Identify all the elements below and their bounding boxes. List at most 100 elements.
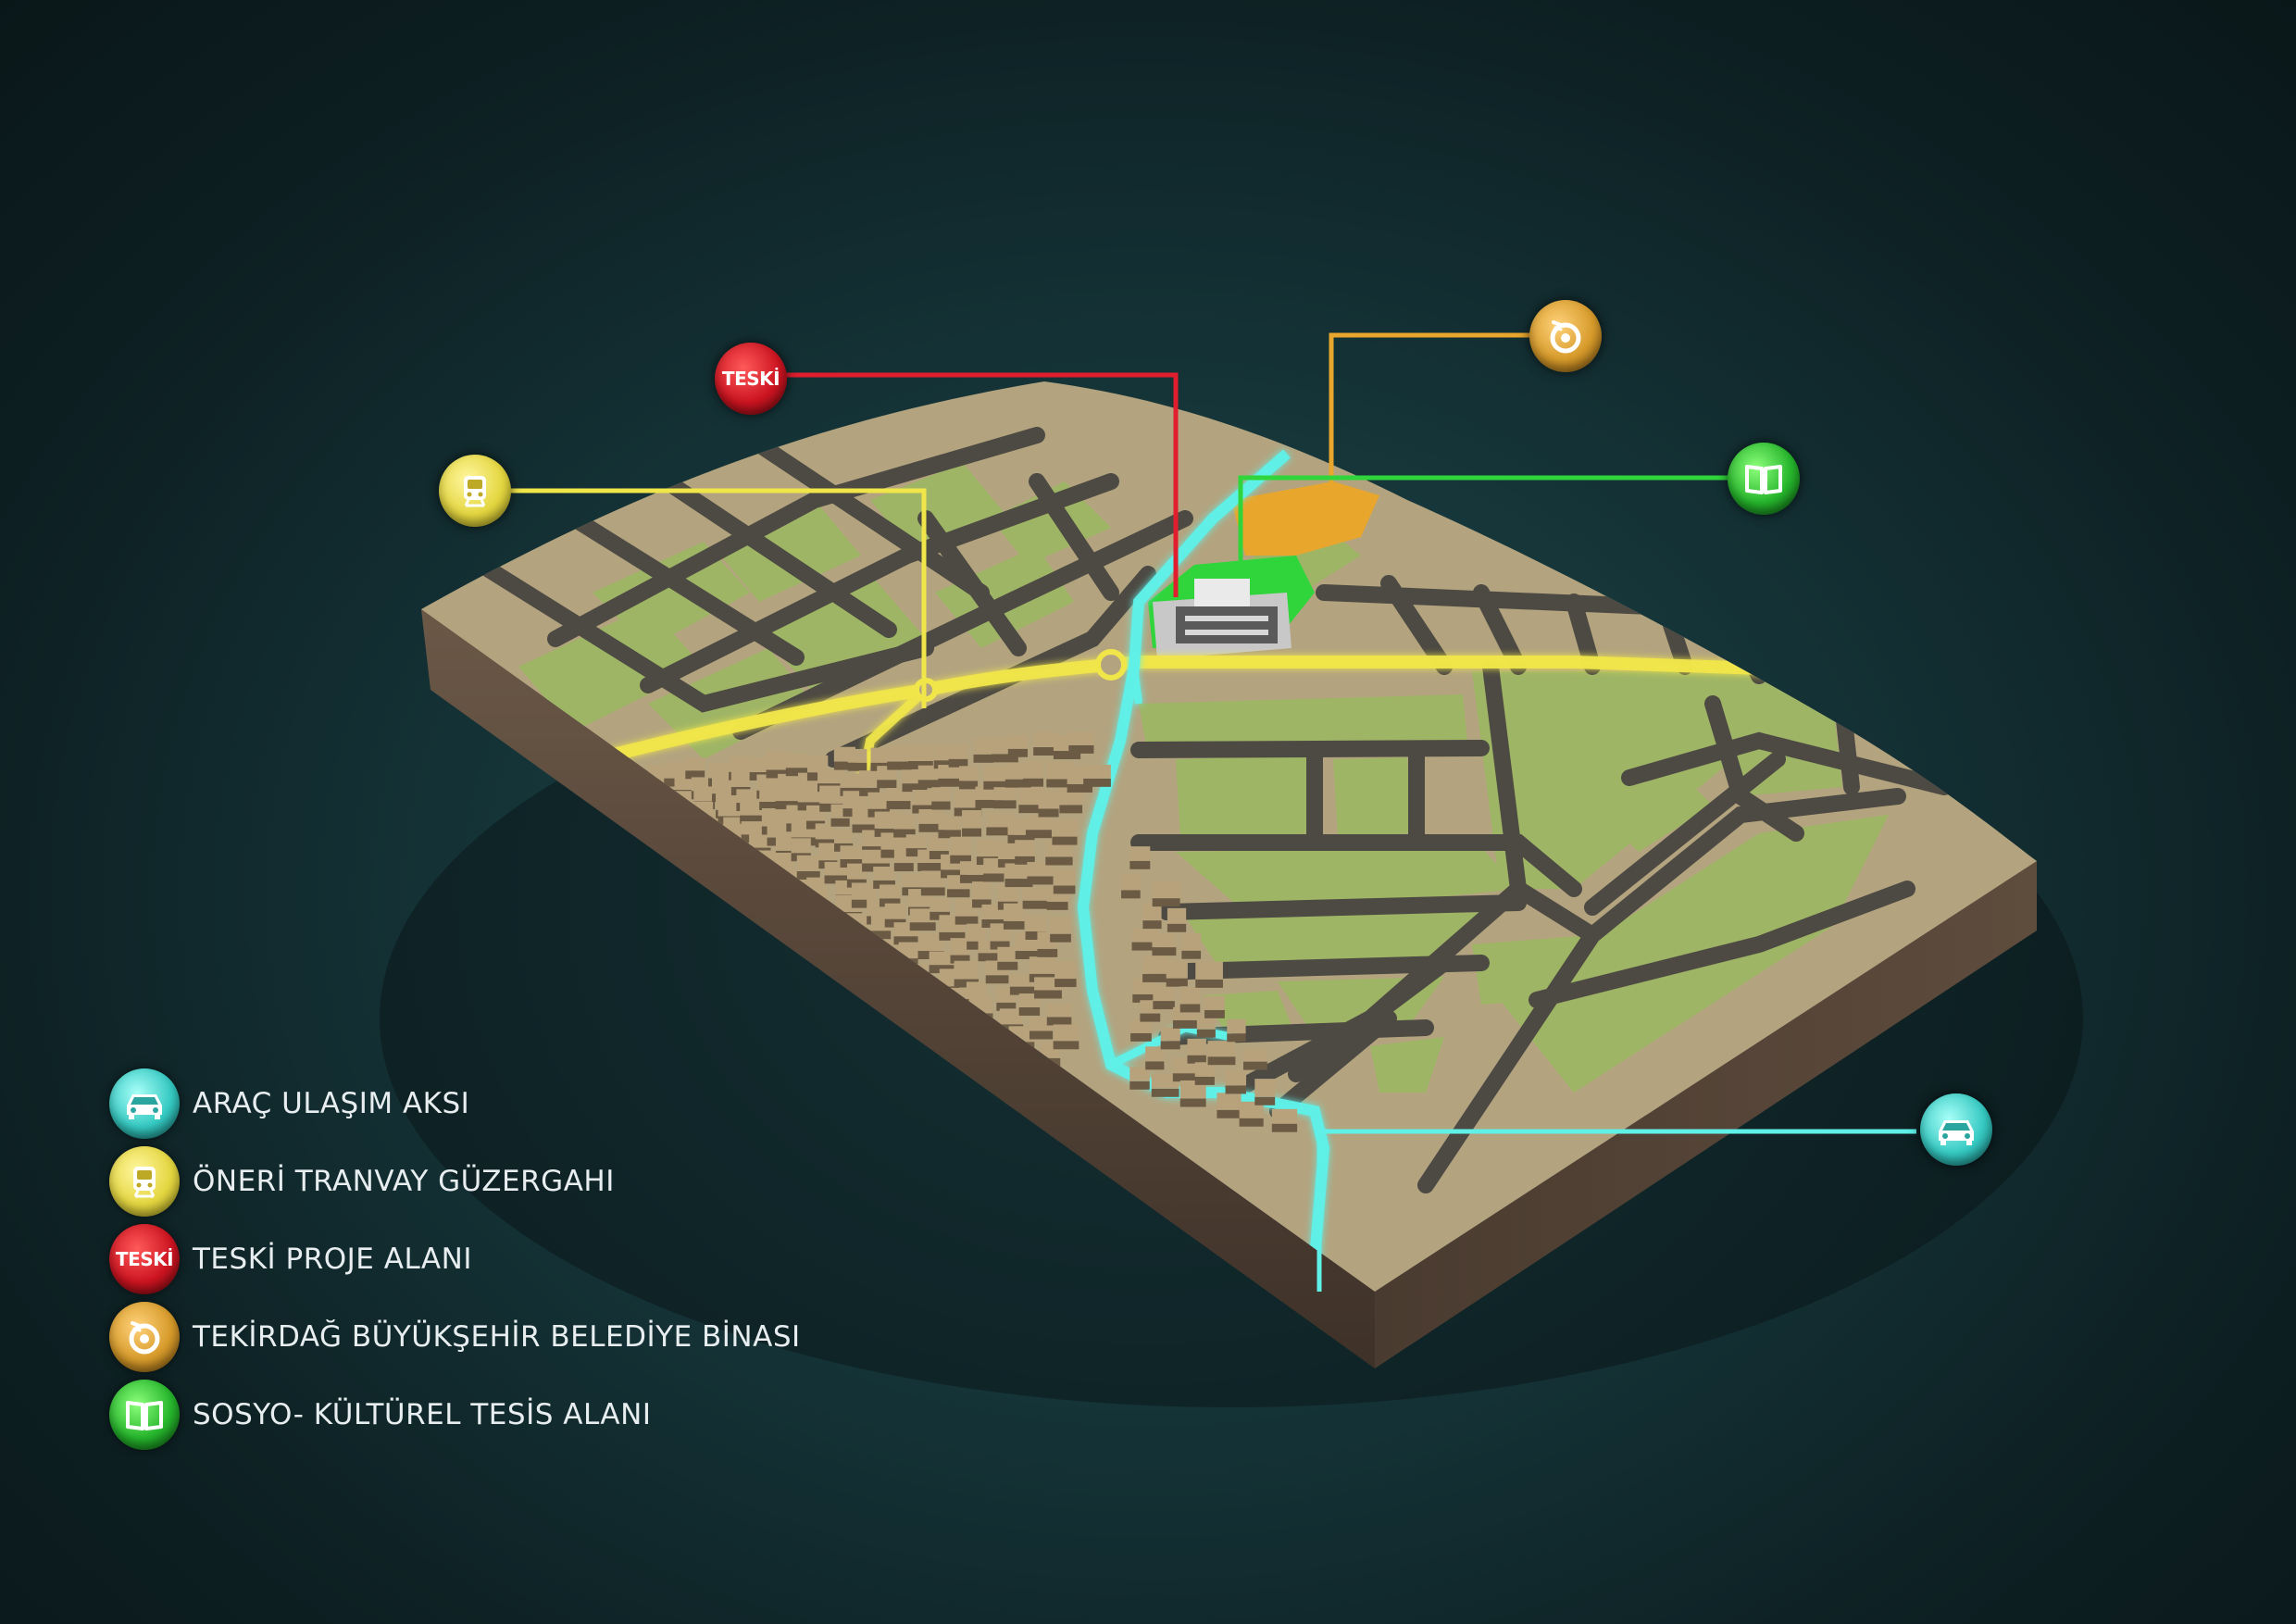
legend-label-car: ARAÇ ULAŞIM AKSI — [193, 1087, 470, 1120]
house-roof — [950, 836, 971, 856]
house-wall — [847, 762, 867, 771]
house-wall — [1004, 779, 1031, 788]
house-wall — [1142, 973, 1168, 982]
house-roof — [1179, 986, 1201, 1005]
house-wall — [990, 941, 1010, 950]
house-roof — [1129, 846, 1151, 861]
house-wall — [1181, 950, 1202, 959]
house-wall — [1131, 942, 1159, 951]
house-wall — [877, 780, 897, 789]
house-roof — [1050, 916, 1071, 934]
house-wall — [893, 829, 916, 838]
house-wall — [972, 899, 992, 908]
house-roof — [902, 873, 924, 888]
house-wall — [1225, 1085, 1247, 1094]
house-roof — [967, 923, 986, 942]
house-wall — [740, 815, 763, 824]
house-wall — [1166, 978, 1188, 987]
house-wall — [1018, 1006, 1041, 1016]
house-wall — [996, 1002, 1017, 1011]
house-roof — [1003, 903, 1025, 921]
house-roof — [1239, 1101, 1264, 1118]
house-wall — [1052, 836, 1078, 845]
house-wall — [1160, 1041, 1180, 1050]
house-wall — [1204, 1009, 1225, 1018]
house-roof — [749, 833, 771, 848]
house-wall — [870, 931, 892, 940]
teski-logo: TESKİ — [115, 1248, 174, 1270]
house-roof — [851, 882, 877, 900]
house-roof — [796, 855, 820, 871]
legend-item-teski: TESKİ TESKİ PROJE ALANI — [109, 1220, 801, 1298]
house-roof — [859, 770, 880, 788]
house-wall — [887, 761, 912, 770]
house-roof — [740, 802, 763, 816]
house-wall — [1025, 931, 1047, 940]
house-wall — [879, 898, 901, 907]
house-wall — [902, 783, 928, 793]
legend-label-tram: ÖNERİ TRANVAY GÜZERGAHI — [193, 1165, 615, 1198]
house-roof — [1027, 861, 1054, 877]
house-roof — [741, 821, 768, 835]
house-wall — [852, 824, 879, 833]
house-wall — [1038, 808, 1059, 818]
house-wall — [851, 899, 877, 908]
house-roof — [1187, 1038, 1206, 1056]
house-roof — [693, 785, 716, 802]
legend-car-badge — [109, 1068, 180, 1139]
house-roof — [797, 788, 824, 803]
house-wall — [840, 858, 865, 868]
house-roof — [775, 787, 800, 802]
house-roof — [1131, 928, 1159, 943]
house-wall — [985, 975, 1009, 984]
house-roof — [1151, 1074, 1179, 1089]
car-icon — [127, 1094, 162, 1119]
house-roof — [1025, 914, 1047, 931]
car-callout-line — [1316, 1129, 1916, 1292]
house-roof — [1068, 731, 1094, 745]
tram-callout-line — [507, 488, 927, 708]
house-roof — [1145, 1046, 1165, 1062]
house-wall — [1029, 1031, 1054, 1040]
house-roof — [1038, 790, 1059, 809]
house-roof — [1271, 1108, 1298, 1124]
house-roof — [938, 765, 964, 779]
house-roof — [1007, 734, 1028, 749]
house-roof — [962, 810, 982, 829]
house-roof — [997, 884, 1018, 902]
house-wall — [917, 862, 944, 871]
house-roof — [929, 951, 955, 966]
house-wall — [1129, 1081, 1150, 1090]
house-wall — [998, 858, 1022, 868]
house-roof — [846, 863, 867, 880]
house-wall — [1037, 948, 1058, 957]
house-wall — [1121, 890, 1141, 899]
house-wall — [893, 936, 919, 945]
house-wall — [938, 778, 964, 787]
house-roof — [1022, 887, 1050, 901]
house-roof — [917, 933, 944, 952]
house-roof — [756, 774, 780, 791]
house-wall — [873, 880, 895, 889]
legend-item-car: ARAÇ ULAŞIM AKSI — [109, 1065, 801, 1143]
map-front-side — [421, 609, 1375, 1368]
house-roof — [834, 830, 854, 843]
house-wall — [905, 848, 927, 857]
house-wall — [975, 799, 1003, 808]
house-wall — [954, 979, 979, 988]
house-roof — [1207, 1041, 1236, 1057]
house-roof — [847, 748, 867, 763]
house-wall — [1054, 979, 1077, 988]
house-roof — [840, 845, 865, 859]
municipality-callout-badge — [1529, 300, 1602, 372]
legend-teski-badge: TESKİ — [109, 1224, 180, 1294]
car-callout-badge — [1920, 1093, 1992, 1166]
house-roof — [948, 744, 968, 759]
house-wall — [929, 851, 949, 860]
house-roof — [736, 789, 764, 804]
house-wall — [1023, 778, 1044, 787]
house-wall — [1025, 830, 1052, 839]
house-wall — [917, 780, 941, 789]
house-roof — [729, 756, 752, 772]
house-roof — [908, 744, 933, 761]
